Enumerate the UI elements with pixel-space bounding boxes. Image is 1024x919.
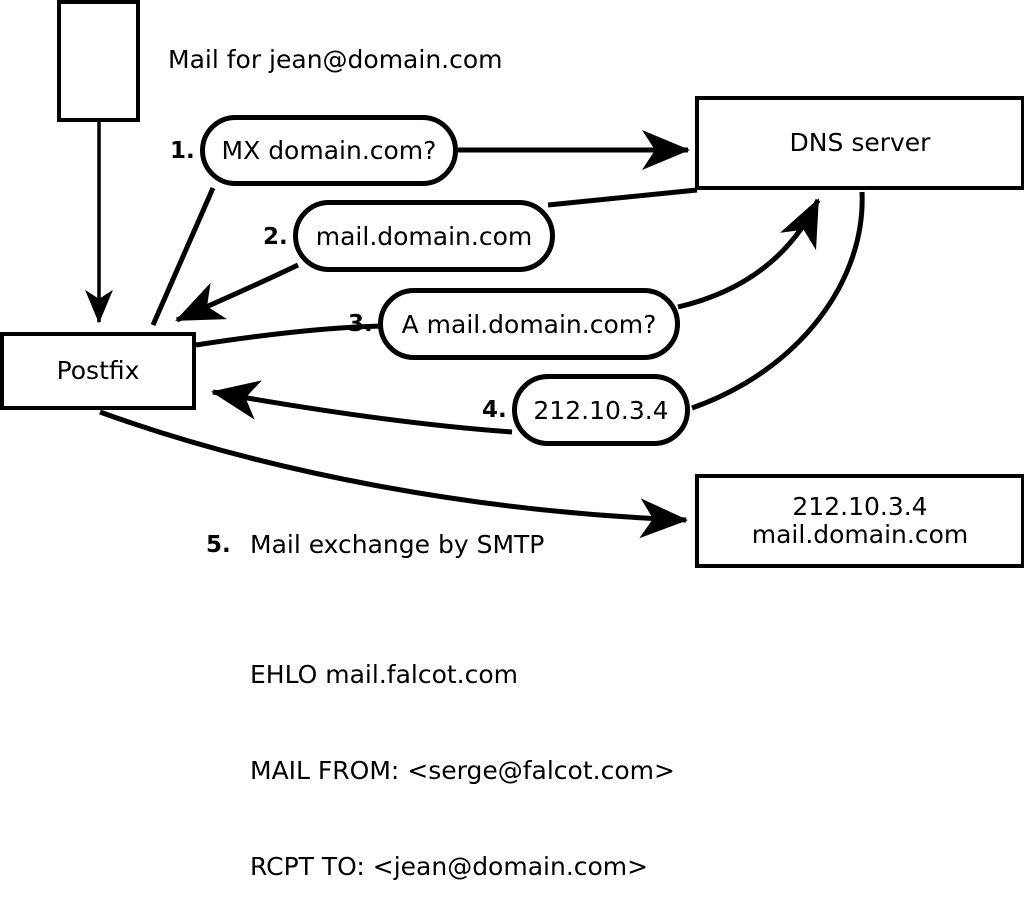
step-bubble-3: A mail.domain.com? [378,288,680,360]
connector-step4-to-postfix [211,380,513,435]
dns-server-label: DNS server [789,127,931,157]
dns-server-node: DNS server [695,96,1024,190]
connector-dns-to-step4 [691,191,865,411]
postfix-label: Postfix [56,355,140,385]
connector-step2-to-postfix [175,262,300,323]
postfix-node: Postfix [0,332,196,410]
sender-box [57,0,140,122]
mail-server-host: mail.domain.com [751,520,969,549]
transcript-line: EHLO mail.falcot.com [250,660,519,689]
smtp-transcript: EHLO mail.falcot.com MAIL FROM: <serge@f… [250,595,675,919]
step-number-4: 4. [482,397,507,423]
transcript-line: RCPT TO: <jean@domain.com> [250,852,649,881]
step-bubble-4: 212.10.3.4 [512,374,690,446]
step-bubble-2: mail.domain.com [293,200,555,272]
step-bubble-2-label: mail.domain.com [315,221,533,251]
step-5-label: Mail exchange by SMTP [250,530,545,559]
step-bubble-4-label: 212.10.3.4 [533,395,669,425]
connector-postfix-to-step1 [150,186,216,327]
step-bubble-1: MX domain.com? [200,115,458,186]
connector-step3-to-dns [677,198,821,310]
connector-dns-to-step2 [547,187,698,208]
connector-postfix-to-mailserver [99,409,688,539]
step-number-2: 2. [263,224,288,250]
transcript-line: MAIL FROM: <serge@falcot.com> [250,756,675,785]
step-number-1: 1. [170,138,195,164]
step-bubble-3-label: A mail.domain.com? [401,309,657,339]
mail-server-ip: 212.10.3.4 [792,491,928,521]
connector-postfix-to-step3 [195,323,383,348]
mail-server-node: 212.10.3.4 mail.domain.com [695,474,1024,568]
page-title: Mail for jean@domain.com [168,45,503,74]
step-number-5: 5. [206,532,231,558]
step-bubble-1-label: MX domain.com? [221,136,437,165]
step-number-3: 3. [348,311,373,337]
